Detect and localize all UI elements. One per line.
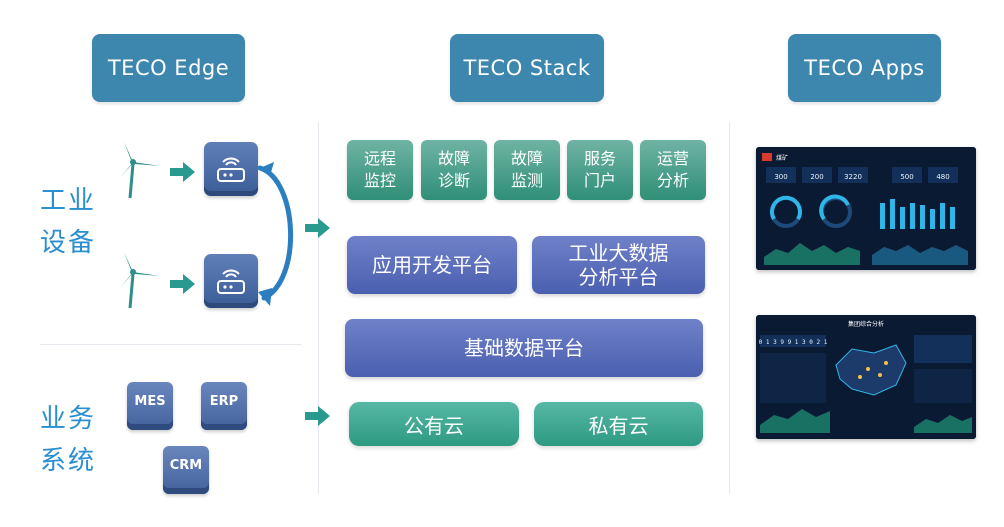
- private-cloud: 私有云: [534, 402, 703, 446]
- metric-2: 200: [810, 173, 823, 181]
- public-cloud: 公有云: [349, 402, 519, 446]
- header-teco-apps: TECO Apps: [788, 34, 941, 102]
- app-service-portal: 服务 门户: [567, 140, 633, 200]
- base-data-platform: 基础数据平台: [345, 319, 703, 377]
- metric-1: 300: [774, 173, 787, 181]
- metric-3: 3220: [844, 173, 862, 181]
- edge-gateway-device: [204, 142, 258, 196]
- metric-4: 500: [900, 173, 913, 181]
- app-fault-diagnosis: 故障 诊断: [421, 140, 487, 200]
- dashboard-counter: 0 1 3 9 9 1 3 0 2 1: [759, 339, 828, 346]
- dashboard-screenshot-bottom: 集团综合分析 0 1 3 9 9 1 3 0 2 1: [756, 315, 976, 439]
- wind-turbine-icon: [120, 142, 160, 199]
- edge-gateway-device: [204, 254, 258, 308]
- system-mes: MES: [127, 382, 173, 430]
- arrow-right-icon: [170, 274, 195, 294]
- industrial-bigdata-platform: 工业大数据 分析平台: [532, 236, 705, 294]
- wind-turbine-icon: [120, 252, 160, 309]
- arrow-right-icon: [305, 406, 330, 426]
- metric-5: 480: [936, 173, 949, 181]
- curved-connector-arrow: [258, 162, 293, 306]
- dashboard-title: 集团综合分析: [848, 320, 884, 328]
- header-teco-stack: TECO Stack: [450, 34, 604, 102]
- dashboard-screenshot-top: 煤矿 300 200 3220 500 480: [756, 147, 976, 270]
- app-operations-analysis: 运营 分析: [640, 140, 706, 200]
- system-erp: ERP: [201, 382, 247, 430]
- dashboard-logo-text: 煤矿: [776, 154, 788, 162]
- dashboard-graphic: 集团综合分析 0 1 3 9 9 1 3 0 2 1: [756, 315, 976, 439]
- arrow-right-icon: [305, 218, 330, 238]
- divider-left: [318, 122, 319, 494]
- system-crm: CRM: [163, 446, 209, 494]
- divider-horizontal: [40, 344, 302, 345]
- label-business-systems: 业务 系统: [40, 404, 97, 476]
- header-teco-edge: TECO Edge: [92, 34, 245, 102]
- app-fault-detection: 故障 监测: [494, 140, 560, 200]
- dashboard-graphic: 煤矿 300 200 3220 500 480: [756, 147, 976, 270]
- app-remote-monitoring: 远程 监控: [347, 140, 413, 200]
- label-industrial-equipment: 工业 设备: [40, 186, 97, 258]
- router-icon: [217, 269, 245, 294]
- app-development-platform: 应用开发平台: [347, 236, 517, 294]
- router-icon: [217, 157, 245, 182]
- arrow-right-icon: [170, 162, 195, 182]
- divider-right: [729, 122, 730, 494]
